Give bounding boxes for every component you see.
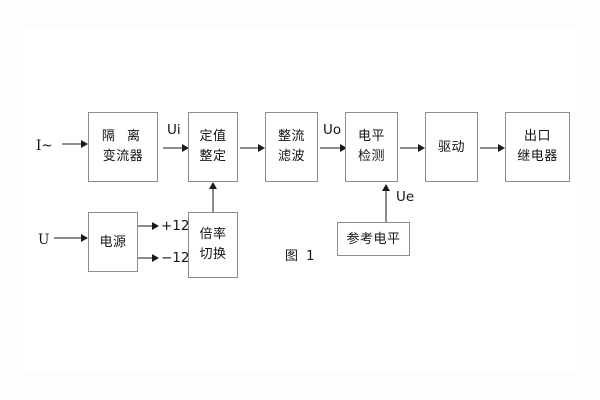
block-setting[interactable]: 定值 整定 <box>188 112 238 182</box>
level-to-drive-arrow <box>400 142 426 154</box>
current-input-arrow <box>62 138 88 150</box>
setting-to-rectify-arrow <box>240 142 266 154</box>
uo-arrow <box>320 142 347 154</box>
block-rectify-filter[interactable]: 整流 滤波 <box>265 112 318 182</box>
block-isolation-ct[interactable]: 隔 离 变流器 <box>88 112 158 182</box>
block-line: 检测 <box>357 149 385 164</box>
block-line: 继电器 <box>517 149 558 164</box>
block-line: 变流器 <box>102 149 144 164</box>
rail-positive-arrow <box>138 220 160 232</box>
block-level-detect[interactable]: 电平 检测 <box>345 112 398 182</box>
block-line: 倍率 <box>199 226 227 242</box>
block-diagram: I~ 隔 离 变流器 Ui 定值 整定 整流 滤波 Uo <box>18 28 582 372</box>
block-line: 切换 <box>199 247 227 262</box>
block-line: 出口 <box>523 128 551 144</box>
uo-label: Uo <box>323 122 342 138</box>
block-line: 参考电平 <box>346 231 401 247</box>
reference-to-level-arrow <box>380 184 392 222</box>
block-drive[interactable]: 驱动 <box>425 112 478 182</box>
block-power-supply[interactable]: 电源 <box>88 212 138 272</box>
ui-arrow <box>163 142 189 154</box>
current-input-label: I~ <box>36 138 53 154</box>
multiplier-to-setting-arrow <box>207 182 219 212</box>
block-line: 驱动 <box>437 139 465 155</box>
ui-label: Ui <box>167 122 181 138</box>
rail-negative-arrow <box>138 252 160 264</box>
ue-label: Ue <box>396 189 415 205</box>
block-line: 滤波 <box>277 149 305 164</box>
block-line: 隔 离 <box>101 128 145 144</box>
block-line: 电平 <box>357 128 385 144</box>
block-line: 整定 <box>199 149 227 164</box>
block-line: 定值 <box>199 128 227 144</box>
voltage-input-arrow <box>54 232 88 244</box>
voltage-input-label: U <box>38 232 50 248</box>
figure-caption: 图 1 <box>285 249 317 264</box>
block-multiplier-switch[interactable]: 倍率 切换 <box>188 212 238 278</box>
drive-to-relay-arrow <box>480 142 506 154</box>
block-reference-level[interactable]: 参考电平 <box>337 222 410 256</box>
block-output-relay[interactable]: 出口 继电器 <box>505 112 570 182</box>
block-line: 整流 <box>277 128 305 144</box>
block-line: 电源 <box>99 234 127 250</box>
